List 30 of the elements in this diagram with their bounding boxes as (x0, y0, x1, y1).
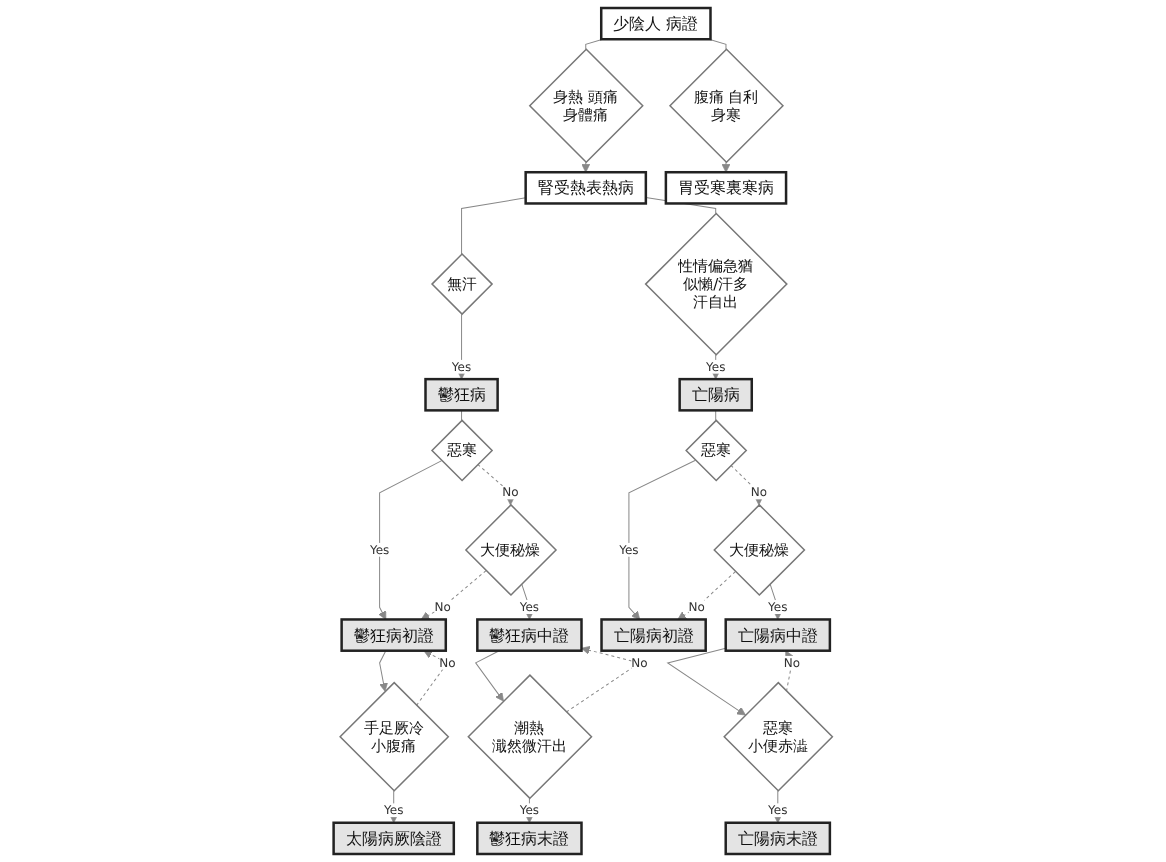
arrow (721, 161, 731, 173)
node-box: 鬱狂病 (424, 377, 499, 412)
arrow (416, 650, 448, 706)
arrow (581, 161, 591, 173)
arrow (677, 571, 736, 620)
node-box: 鬱狂病末證 (476, 821, 583, 856)
arrow (521, 583, 534, 620)
arrow (730, 464, 764, 506)
arrow (420, 570, 487, 620)
node-box: 胃受寒裏寒病 (664, 171, 788, 205)
node-box: 亡陽病末證 (724, 821, 832, 856)
arrow (711, 354, 721, 380)
node-box: 鬱狂病初證 (340, 618, 448, 652)
arrow (379, 650, 388, 692)
arrow (628, 459, 696, 620)
node-box: 亡陽病 (678, 377, 753, 412)
arrow (477, 463, 515, 506)
node-box: 亡陽病中證 (724, 618, 832, 652)
arrow (667, 647, 746, 716)
arrow (457, 313, 466, 380)
node-box: 腎受熱表熱病 (524, 171, 648, 205)
node-box: 亡陽病初證 (600, 618, 707, 652)
node-box: 少陰人 病證 (600, 6, 712, 41)
arrow (378, 460, 443, 620)
arrow (475, 650, 504, 702)
node-box: 太陽病厥陰證 (332, 821, 456, 856)
node-box: 鬱狂病中證 (476, 618, 583, 652)
arrow (785, 650, 794, 692)
arrow (769, 583, 783, 620)
connector (585, 38, 604, 50)
